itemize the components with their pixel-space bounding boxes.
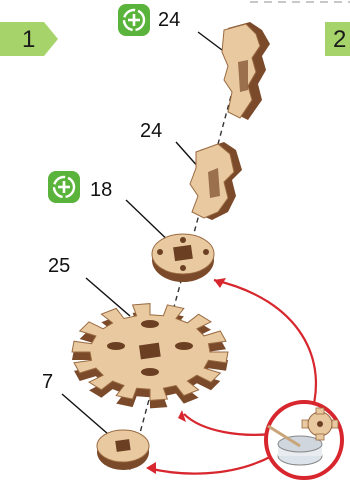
arrowhead-bottom-disc [146, 462, 156, 474]
middle-part [190, 142, 242, 220]
top-part [222, 22, 270, 120]
arrow-to-bottom-disc [148, 456, 272, 474]
big-gear-slot [107, 342, 125, 350]
bottom-disc [97, 430, 149, 470]
glue-pot-callout [266, 402, 342, 478]
leader-big-gear [86, 278, 130, 316]
big-gear-slot [141, 368, 159, 376]
leader-bottom-disc [62, 394, 108, 434]
small-disc [152, 234, 214, 282]
arrow-to-small-disc [214, 280, 316, 418]
big-gear [72, 304, 228, 409]
big-gear-slot [175, 342, 193, 350]
big-gear-slot [141, 320, 159, 328]
big-gear-hub [139, 343, 161, 360]
